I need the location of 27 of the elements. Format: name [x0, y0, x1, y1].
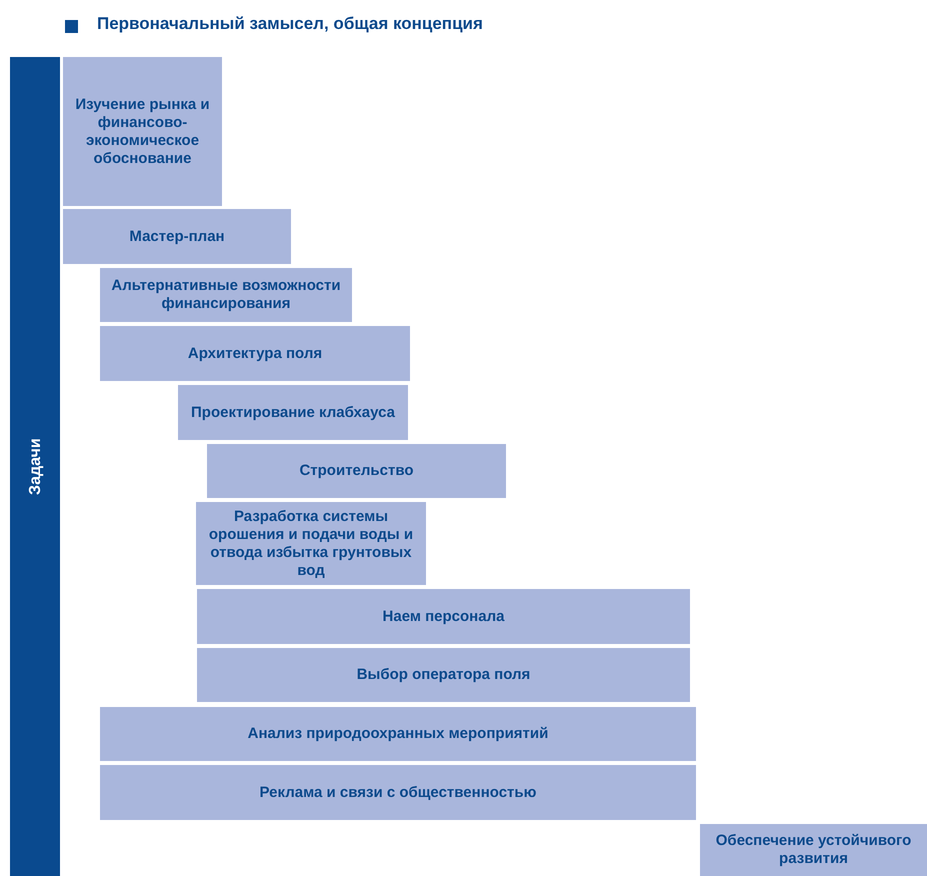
task-bar — [178, 385, 408, 440]
task-label: Альтернативные возможности финансирования — [110, 277, 342, 313]
task-label: Архитектура поля — [188, 344, 322, 362]
band-label: Задачи — [25, 438, 44, 495]
task-label: Строительство — [299, 462, 414, 480]
task-bar — [63, 209, 291, 264]
task-bar — [197, 589, 690, 644]
task-bar — [100, 707, 696, 761]
task-bar — [100, 765, 696, 820]
task-bar — [100, 326, 410, 381]
task-label: Анализ природоохранных мероприятий — [248, 725, 548, 743]
task-bar — [100, 268, 352, 322]
task-label: Мастер-план — [129, 228, 225, 246]
task-bar — [700, 824, 927, 876]
task-label: Разработка системы орошения и подачи воды и отвода избытка грунтовых вод — [208, 508, 414, 580]
tasks-band — [10, 57, 60, 876]
task-label: Обеспечение устойчивого развития — [714, 832, 912, 868]
task-bar — [63, 57, 222, 206]
task-label: Проектирование клабхауса — [191, 404, 395, 422]
task-bar — [196, 502, 426, 585]
task-bar — [197, 648, 690, 702]
diagram-title: Первоначальный замысел, общая концепция — [97, 14, 483, 34]
task-label: Изучение рынка и финансово-экономическое обоснование — [74, 96, 211, 168]
task-label: Реклама и связи с общественностью — [260, 784, 536, 802]
task-label: Наем персонала — [382, 608, 504, 626]
task-label: Выбор оператора поля — [356, 666, 530, 684]
task-bar — [207, 444, 506, 498]
